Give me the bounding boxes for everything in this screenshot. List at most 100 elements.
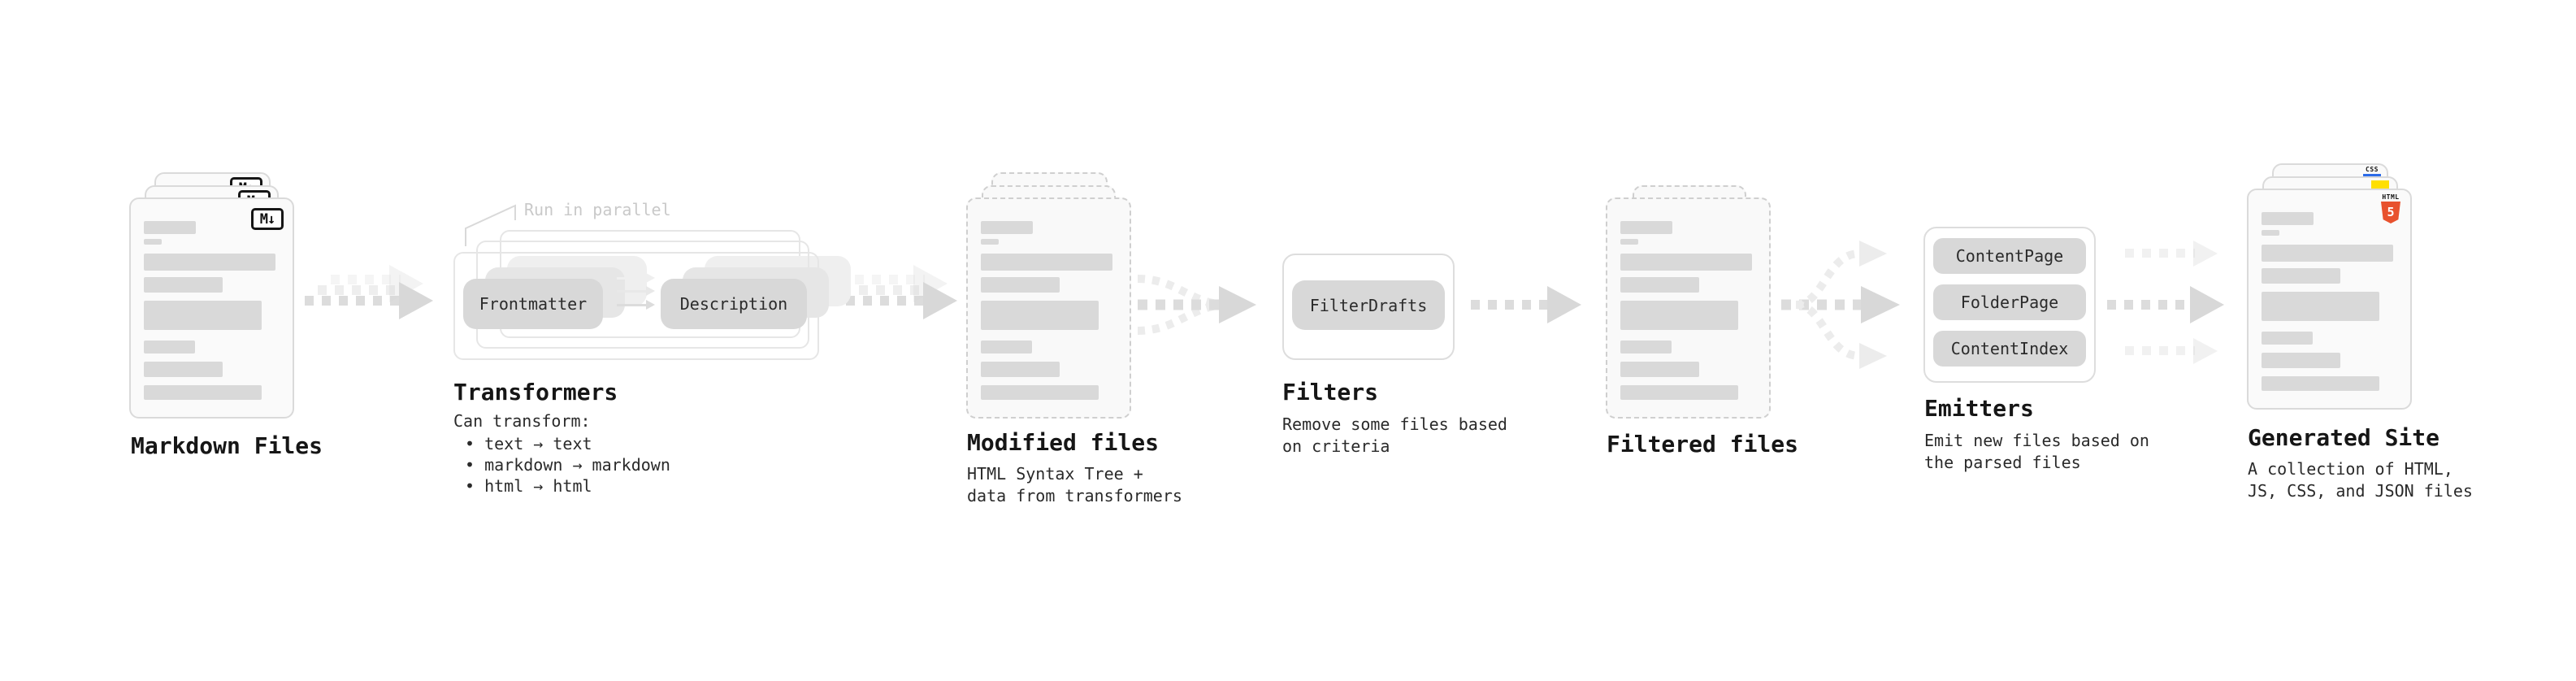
placeholder-bar — [1620, 340, 1672, 354]
arrowhead-icon — [2190, 286, 2224, 323]
placeholder-bar — [981, 385, 1099, 400]
flow-arrow-modified-to-filters — [1137, 275, 1256, 335]
doc-content-placeholder — [1620, 221, 1756, 400]
placeholder-bar — [144, 239, 162, 245]
filtered-file-front — [1606, 197, 1771, 419]
flow-arrow-transformers-to-modified — [829, 265, 967, 333]
mini-arrow-icon — [617, 273, 655, 283]
placeholder-bar — [981, 362, 1060, 377]
placeholder-bar — [1620, 301, 1738, 330]
modified-desc-line: data from transformers — [967, 486, 1182, 505]
placeholder-bar — [1620, 221, 1672, 234]
generated-desc-line: A collection of HTML, — [2248, 459, 2453, 479]
annotation-leader-line — [465, 204, 516, 246]
dashed-line — [2125, 346, 2195, 355]
placeholder-bar — [2262, 230, 2279, 236]
transformer-layer-front — [453, 252, 819, 360]
doc-content-placeholder — [981, 221, 1117, 400]
stage-label-filters: Filters — [1282, 379, 1379, 406]
stage-label-markdown-files: Markdown Files — [131, 432, 323, 459]
mini-arrow-icon — [617, 300, 655, 310]
generated-file-html: HTML 5 — [2247, 189, 2412, 410]
transformers-bullet: • markdown → markdown — [465, 455, 670, 475]
dashed-line — [2125, 249, 2195, 258]
dashed-line — [318, 285, 401, 295]
placeholder-bar — [1620, 277, 1699, 293]
css-icon-bar — [2363, 174, 2381, 177]
dashed-line — [305, 296, 401, 306]
placeholder-bar — [1620, 239, 1638, 245]
emitter-pill-folderpage: FolderPage — [1933, 284, 2086, 320]
placeholder-bar — [144, 277, 223, 293]
placeholder-bar — [1620, 362, 1699, 377]
placeholder-bar — [2262, 332, 2313, 345]
placeholder-bar — [981, 221, 1033, 234]
emitters-desc-line: Emit new files based on — [1924, 431, 2149, 450]
placeholder-bar — [144, 340, 195, 354]
placeholder-bar — [981, 239, 999, 245]
dashed-line — [2107, 300, 2192, 310]
html5-icon-text: HTML — [2382, 193, 2400, 201]
dashed-line — [829, 296, 925, 306]
emitter-pill-contentpage: ContentPage — [1933, 238, 2086, 274]
arrowhead-icon — [2193, 241, 2218, 267]
annotation-run-in-parallel: Run in parallel — [524, 200, 671, 219]
generated-desc-line: JS, CSS, and JSON files — [2248, 481, 2473, 501]
stage-label-emitters: Emitters — [1924, 395, 2034, 422]
transformers-desc: Can transform: — [453, 411, 591, 431]
placeholder-bar — [1620, 385, 1738, 400]
arrowhead-icon — [923, 282, 957, 319]
filters-desc-line: on criteria — [1282, 436, 1390, 456]
mini-arrow-icon — [617, 286, 655, 296]
arrowhead-icon — [2193, 338, 2218, 364]
flow-arrow-markdown-to-transformers — [305, 265, 443, 333]
placeholder-bar — [2262, 212, 2314, 225]
dashed-line — [1471, 300, 1549, 310]
emitter-pill-contentindex: ContentIndex — [1933, 331, 2086, 367]
flow-arrow-filtered-to-emitters — [1781, 241, 1900, 369]
filter-pill-filterdrafts: FilterDrafts — [1292, 280, 1445, 330]
modified-desc-line: HTML Syntax Tree + — [967, 464, 1143, 484]
flow-arrow-emitters-to-generated — [2107, 241, 2237, 371]
transformer-pill-frontmatter: Frontmatter — [463, 279, 603, 329]
placeholder-bar — [144, 221, 196, 234]
placeholder-bar — [981, 254, 1112, 271]
css-icon-text: CSS — [2366, 166, 2379, 173]
doc-content-placeholder — [144, 221, 280, 400]
css-icon: CSS — [2362, 167, 2382, 177]
placeholder-bar — [2262, 245, 2393, 262]
placeholder-bar — [981, 340, 1032, 354]
placeholder-bar — [2262, 292, 2379, 321]
transformers-bullet: • text → text — [465, 434, 592, 453]
arrowhead-icon — [1547, 286, 1581, 323]
filters-desc-line: Remove some files based — [1282, 414, 1507, 434]
placeholder-bar — [144, 301, 262, 330]
placeholder-bar — [981, 277, 1060, 293]
placeholder-bar — [144, 362, 223, 377]
dashed-line — [842, 285, 925, 295]
placeholder-bar — [2262, 353, 2340, 368]
flow-arrow-filters-to-filtered — [1471, 286, 1589, 323]
placeholder-bar — [144, 254, 275, 271]
placeholder-bar — [2262, 268, 2340, 284]
placeholder-bar — [144, 385, 262, 400]
stage-label-generated-site: Generated Site — [2248, 424, 2440, 451]
emitters-desc-line: the parsed files — [1924, 453, 2081, 472]
placeholder-bar — [2262, 376, 2379, 391]
arrowhead-icon — [399, 282, 433, 319]
dashed-line — [855, 275, 925, 284]
transformers-bullet: • html → html — [465, 476, 592, 496]
transformer-pill-description: Description — [661, 279, 807, 329]
modified-file-front — [966, 197, 1131, 419]
doc-content-placeholder — [2262, 212, 2397, 391]
stage-label-filtered-files: Filtered files — [1607, 431, 1799, 458]
stage-label-transformers: Transformers — [453, 379, 618, 406]
placeholder-bar — [981, 301, 1099, 330]
markdown-icon: M↓ — [251, 208, 284, 230]
markdown-file-front: M↓ — [129, 197, 294, 419]
html5-icon-shield: 5 — [2381, 202, 2400, 223]
stage-label-modified-files: Modified files — [967, 429, 1160, 456]
placeholder-bar — [1620, 254, 1752, 271]
html5-icon: HTML 5 — [2380, 194, 2401, 223]
